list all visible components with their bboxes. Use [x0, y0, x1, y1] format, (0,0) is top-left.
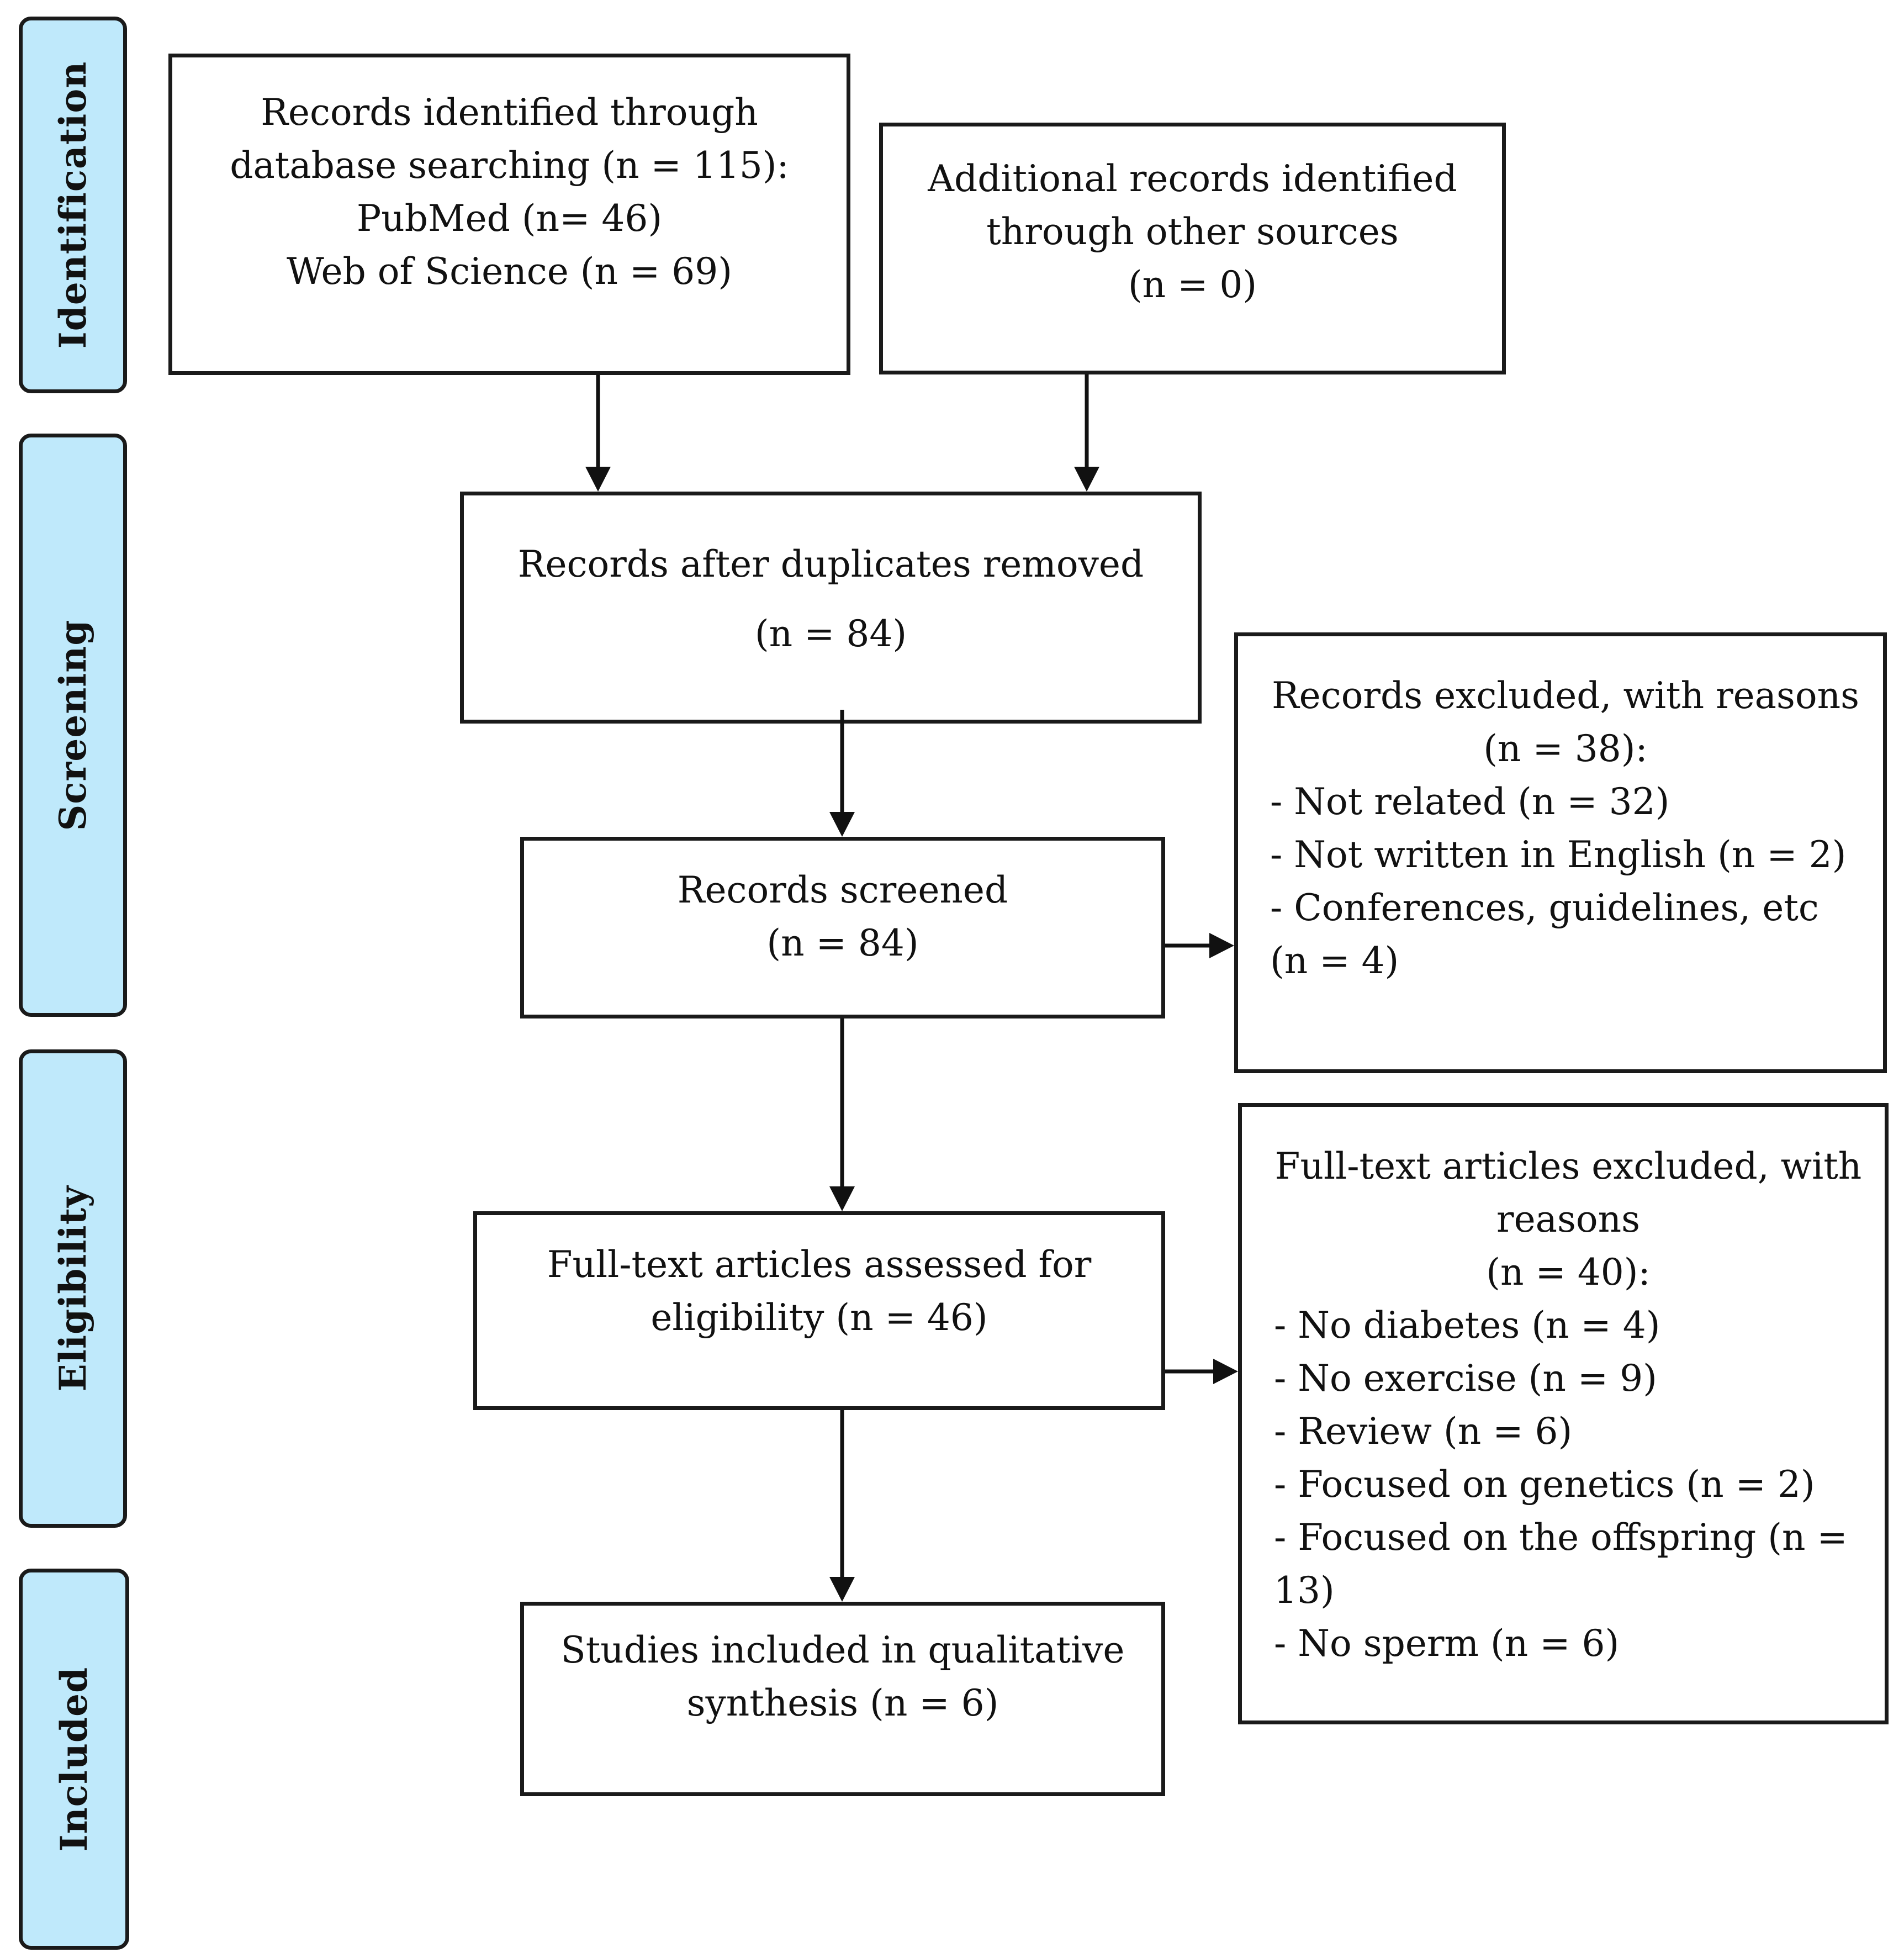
other-sources-line: through other sources [986, 210, 1399, 253]
phase-identification: Identification [19, 17, 127, 393]
included-studies-box: Studies included in qualitative synthesi… [520, 1602, 1165, 1796]
phase-screening: Screening [19, 434, 127, 1017]
records-excluded-heading: Records excluded, with reasons [1271, 674, 1860, 717]
records-excluded-reason: - Not written in English (n = 2) [1270, 833, 1847, 876]
fulltext-excluded-reason: - No sperm (n = 6) [1274, 1622, 1620, 1665]
database-search-line: PubMed (n= 46) [356, 197, 663, 240]
fulltext-assessed-line: eligibility (n = 46) [650, 1296, 988, 1339]
records-excluded-reason: - Conferences, guidelines, etc (n = 4) [1270, 886, 1819, 982]
fulltext-excluded-heading: (n = 40): [1486, 1251, 1651, 1294]
records-excluded-box: Records excluded, with reasons (n = 38):… [1234, 632, 1887, 1073]
records-screened-line: (n = 84) [766, 921, 919, 964]
fulltext-excluded-reason: - Review (n = 6) [1274, 1410, 1573, 1453]
database-search-line: Web of Science (n = 69) [287, 250, 732, 293]
arrowhead-database-to-duplicates [585, 467, 611, 492]
arrowhead-fulltext-to-excluded [1213, 1359, 1238, 1384]
records-excluded-heading: (n = 38): [1483, 727, 1648, 770]
fulltext-excluded-heading: Full-text articles excluded, with [1274, 1145, 1862, 1188]
database-search-line: Records identified through [261, 91, 758, 134]
fulltext-excluded-box: Full-text articles excluded, with reason… [1238, 1103, 1889, 1724]
phase-eligibility: Eligibility [19, 1049, 127, 1528]
database-search-line: database searching (n = 115): [230, 144, 789, 187]
included-studies-line: Studies included in qualitative [560, 1629, 1125, 1671]
fulltext-excluded-reason: - Focused on the offspring (n = 13) [1274, 1516, 1848, 1612]
records-screened-line: Records screened [677, 868, 1008, 911]
fulltext-excluded-heading: reasons [1496, 1198, 1640, 1241]
included-studies-line: synthesis (n = 6) [686, 1682, 999, 1724]
duplicates-removed-line: (n = 84) [754, 613, 907, 655]
fulltext-excluded-reason: - Focused on genetics (n = 2) [1274, 1463, 1815, 1506]
arrowhead-other-to-duplicates [1074, 467, 1099, 492]
database-search-box: Records identified through database sear… [168, 54, 850, 375]
fulltext-assessed-box: Full-text articles assessed for eligibil… [473, 1211, 1165, 1410]
arrowhead-screened-to-excluded [1209, 933, 1234, 958]
fulltext-excluded-reason: - No diabetes (n = 4) [1274, 1304, 1660, 1347]
fulltext-excluded-reason: - No exercise (n = 9) [1274, 1357, 1657, 1400]
arrowhead-duplicates-to-screened [829, 812, 855, 837]
duplicates-removed-box: Records after duplicates removed (n = 84… [460, 492, 1202, 724]
fulltext-assessed-line: Full-text articles assessed for [547, 1243, 1092, 1286]
other-sources-line: Additional records identified [928, 157, 1457, 200]
phase-included: Included [19, 1569, 129, 1950]
records-screened-box: Records screened (n = 84) [520, 837, 1165, 1018]
records-excluded-reason: - Not related (n = 32) [1270, 780, 1670, 823]
other-sources-line: (n = 0) [1128, 263, 1257, 306]
duplicates-removed-line: Records after duplicates removed [517, 543, 1144, 585]
other-sources-box: Additional records identified through ot… [879, 123, 1506, 374]
arrowhead-fulltext-to-included [829, 1577, 855, 1602]
arrowhead-screened-to-fulltext [829, 1186, 855, 1211]
